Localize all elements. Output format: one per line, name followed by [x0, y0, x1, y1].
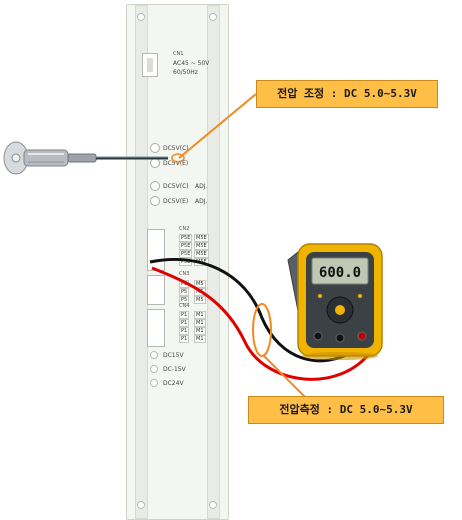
cn4-pin: P1	[179, 311, 190, 319]
cn4-pin: P1	[179, 319, 190, 327]
cn2-pin: P5E	[179, 242, 193, 250]
mount-hole	[209, 13, 217, 21]
cn2-pin: P5E	[179, 250, 193, 258]
cn2-pin: M5E	[194, 234, 209, 242]
power-supply-board: CN1 AC45 ~ 50V 60/50Hz DC5V(C) DC5V(E) D…	[126, 4, 229, 520]
cn3-pin: P5	[179, 296, 190, 304]
measure-target-marker	[252, 303, 272, 357]
cn1-connector	[142, 53, 158, 77]
output-label: DC15V	[163, 352, 184, 359]
cn4-pin: P1	[179, 327, 190, 335]
cn4-header	[147, 309, 165, 347]
adj-dc5v-c[interactable]	[150, 181, 160, 191]
output-label: DC-15V	[163, 366, 186, 373]
screwdriver-icon	[3, 141, 168, 175]
pot-label: DC5V(C)	[163, 183, 189, 190]
adjust-voltage-callout: 전압 조정 : DC 5.0~5.3V	[256, 80, 438, 108]
multimeter-display: 600.0	[319, 265, 361, 281]
cn4-pin: M1	[194, 311, 206, 319]
cn3-pin: M5	[194, 280, 206, 288]
pot-label: DC5V(C)	[163, 145, 189, 152]
adj-dc5v-e[interactable]	[150, 196, 160, 206]
multimeter-icon	[287, 243, 383, 360]
output-terminal	[150, 379, 158, 387]
output-terminal	[150, 365, 158, 373]
pot-label: DC5V(E)	[163, 198, 189, 205]
adjust-target-marker	[171, 153, 185, 163]
pot-label: DC5V(E)	[163, 160, 189, 167]
adjust-leader-line	[178, 93, 257, 159]
cn2-pin: P5E	[179, 234, 193, 242]
cn2-label: CN2	[179, 226, 190, 232]
cn3-label: CN3	[179, 271, 190, 277]
output-label: DC24V	[163, 380, 184, 387]
cn3-pin: P5	[179, 288, 190, 296]
ac-range-label: AC45 ~ 50V	[173, 60, 210, 67]
measure-voltage-callout: 전압측정 : DC 5.0~5.3V	[248, 396, 444, 424]
mount-hole	[137, 13, 145, 21]
cn1-label: CN1	[173, 51, 184, 57]
cn4-pin: M1	[194, 319, 206, 327]
cn2-pin: M5E	[194, 242, 209, 250]
output-terminal	[150, 351, 158, 359]
cn4-pin: M1	[194, 335, 206, 343]
cn3-pin: M5	[194, 296, 206, 304]
cn4-pin: P1	[179, 335, 190, 343]
pot-dc5v-c[interactable]	[150, 143, 160, 153]
black-probe-wire	[149, 258, 357, 363]
adj-label: ADJ.	[195, 198, 208, 205]
red-probe-wire	[151, 266, 374, 381]
cn3-header	[147, 275, 165, 305]
frequency-label: 60/50Hz	[173, 69, 198, 76]
adj-label: ADJ.	[195, 183, 208, 190]
cn4-pin: M1	[194, 327, 206, 335]
cn4-label: CN4	[179, 303, 190, 309]
mount-hole	[137, 501, 145, 509]
cn2-pin: M5E	[194, 250, 209, 258]
measure-leader-line	[263, 355, 309, 401]
mount-hole	[209, 501, 217, 509]
